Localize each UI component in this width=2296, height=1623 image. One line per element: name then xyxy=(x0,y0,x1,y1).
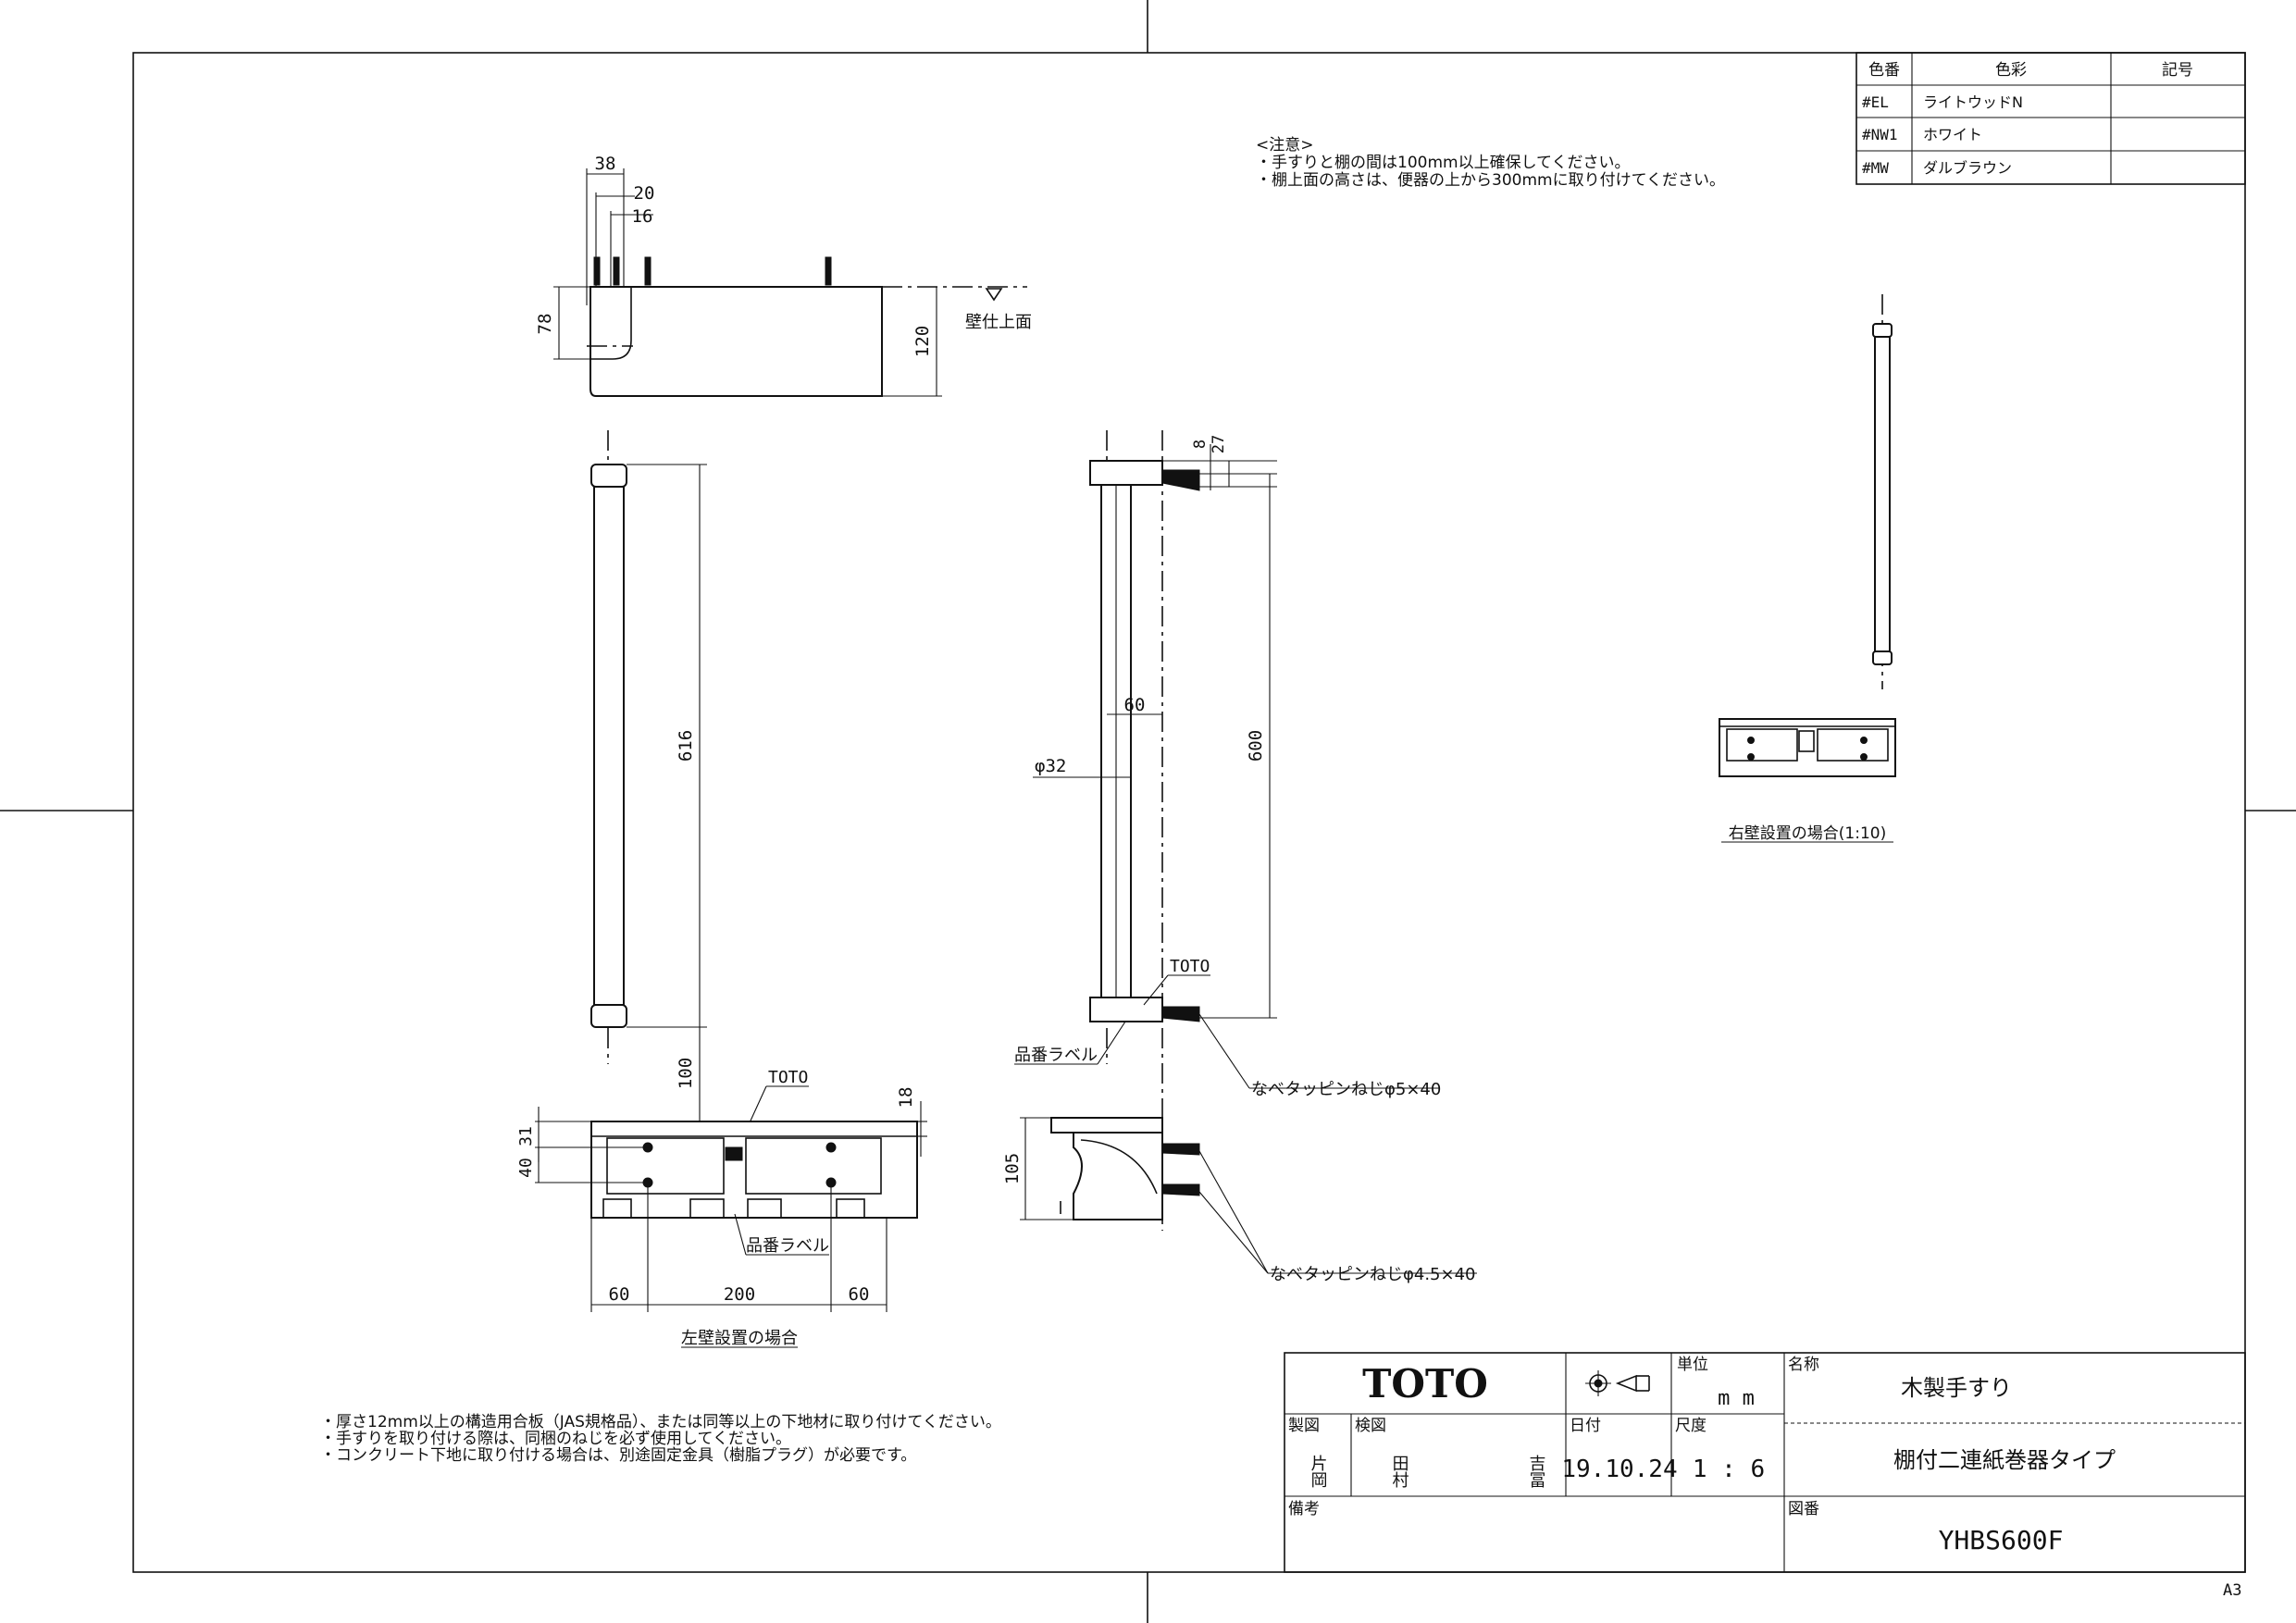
note-line-1: ・手すりと棚の間は100mm以上確保してください。 xyxy=(1256,154,1631,172)
top-notes: <注意> ・手すりと棚の間は100mm以上確保してください。 ・棚上面の高さは、… xyxy=(1256,136,1725,190)
dim-105: 105 xyxy=(1002,1153,1023,1184)
toto-logo: TOTO xyxy=(1362,1361,1488,1406)
color-table-header-code: 色番 xyxy=(1868,61,1900,80)
dim-78: 78 xyxy=(535,314,555,335)
title-block: TOTO 単位 m m 名称 木製手すり 棚付二連紙巻器タイプ 製図 片岡 検図… xyxy=(1284,1352,2246,1573)
date-value: 19.10.24 xyxy=(1561,1456,1677,1483)
dim-60-left: 60 xyxy=(609,1284,630,1305)
drawn-value: 片岡 xyxy=(1309,1455,1328,1488)
screw-4-5x40-label: なべタッピンねじφ4.5×40 xyxy=(1270,1265,1476,1284)
dim-60-side: 60 xyxy=(1124,695,1146,715)
bottom-note-3: ・コンクリート下地に取り付ける場合は、別途固定金具（樹脂プラグ）が必要です。 xyxy=(320,1446,916,1465)
drawing-no-label: 図番 xyxy=(1788,1500,1819,1518)
color-name-nw1: ホワイト xyxy=(1923,126,1982,143)
dim-38: 38 xyxy=(595,154,616,174)
dim-16: 16 xyxy=(632,206,653,227)
dim-phi32: φ32 xyxy=(1035,756,1066,776)
side-view: 8 27 600 60 φ32 TOTO 品番ラベル なべタッピンねじφ5×40… xyxy=(1002,430,1477,1284)
dim-20: 20 xyxy=(634,183,655,204)
color-name-el: ライトウッドN xyxy=(1923,93,2023,111)
sheet-size: A3 xyxy=(2223,1581,2241,1600)
checked-value-1: 田村 xyxy=(1390,1455,1409,1488)
remarks-label: 備考 xyxy=(1288,1500,1320,1518)
scale-label: 尺度 xyxy=(1675,1417,1706,1435)
screw-5x40-label: なべタッピンねじφ5×40 xyxy=(1251,1080,1441,1099)
subtitle-value: 棚付二連紙巻器タイプ xyxy=(1893,1447,2116,1473)
scale-value: 1 : 6 xyxy=(1693,1456,1765,1483)
color-table-header-color: 色彩 xyxy=(1995,61,2027,80)
dim-120: 120 xyxy=(912,326,933,357)
color-table-header-symbol: 記号 xyxy=(2162,61,2193,80)
dim-18: 18 xyxy=(896,1087,916,1109)
unit-value: m m xyxy=(1718,1387,1755,1410)
dim-600: 600 xyxy=(1246,730,1266,762)
note-line-2: ・棚上面の高さは、便器の上から300mmに取り付けてください。 xyxy=(1256,171,1725,190)
bottom-note-2: ・手すりを取り付ける際は、同梱のねじを必ず使用してください。 xyxy=(320,1429,791,1448)
color-code-nw1: #NW1 xyxy=(1862,126,1898,143)
checked-label: 検図 xyxy=(1355,1417,1386,1435)
front-view: 616 100 TOTO 18 31 40 品番ラベル xyxy=(516,430,927,1348)
product-label-side: 品番ラベル xyxy=(1014,1046,1098,1065)
color-code-el: #EL xyxy=(1862,93,1889,111)
unit-label: 単位 xyxy=(1677,1356,1708,1374)
name-value: 木製手すり xyxy=(1901,1375,2012,1401)
color-name-mw: ダルブラウン xyxy=(1923,159,2012,177)
bottom-notes: ・厚さ12mm以上の構造用合板（JAS規格品）、または同等以上の下地材に取り付け… xyxy=(320,1413,1001,1465)
wall-surface-label: 壁仕上面 xyxy=(965,313,1032,332)
toto-mark-front: TOTO xyxy=(768,1068,808,1087)
product-label-front: 品番ラベル xyxy=(746,1236,829,1256)
dim-60-right: 60 xyxy=(849,1284,870,1305)
date-label: 日付 xyxy=(1570,1417,1601,1435)
dim-40: 40 xyxy=(516,1158,536,1178)
color-code-mw: #MW xyxy=(1862,159,1889,177)
bottom-note-1: ・厚さ12mm以上の構造用合板（JAS規格品）、または同等以上の下地材に取り付け… xyxy=(320,1413,1001,1431)
name-label: 名称 xyxy=(1788,1356,1819,1374)
dim-31: 31 xyxy=(516,1126,536,1146)
right-wall-caption: 右壁設置の場合(1:10) xyxy=(1729,824,1886,843)
dim-8: 8 xyxy=(1191,440,1210,449)
dim-100: 100 xyxy=(676,1058,696,1089)
top-view: 38 20 16 壁仕上面 78 120 xyxy=(535,154,1032,397)
toto-mark-side: TOTO xyxy=(1170,957,1210,976)
right-wall-view: 右壁設置の場合(1:10) xyxy=(1719,294,1896,843)
sheet-border xyxy=(132,52,2246,1573)
color-table: 色番 色彩 記号 #EL ライトウッドN #NW1 ホワイト #MW ダルブラウ… xyxy=(1855,52,2246,185)
dim-616: 616 xyxy=(676,730,696,762)
notes-title: <注意> xyxy=(1256,136,1314,155)
dim-200: 200 xyxy=(724,1284,755,1305)
drawn-label: 製図 xyxy=(1288,1417,1320,1435)
drawing-no-value: YHBS600F xyxy=(1939,1525,2064,1555)
dim-27: 27 xyxy=(1210,435,1228,453)
left-wall-caption: 左壁設置の場合 xyxy=(681,1329,798,1348)
projection-symbol-icon xyxy=(1585,1370,1650,1396)
checked-value-2: 吉冨 xyxy=(1527,1455,1546,1488)
